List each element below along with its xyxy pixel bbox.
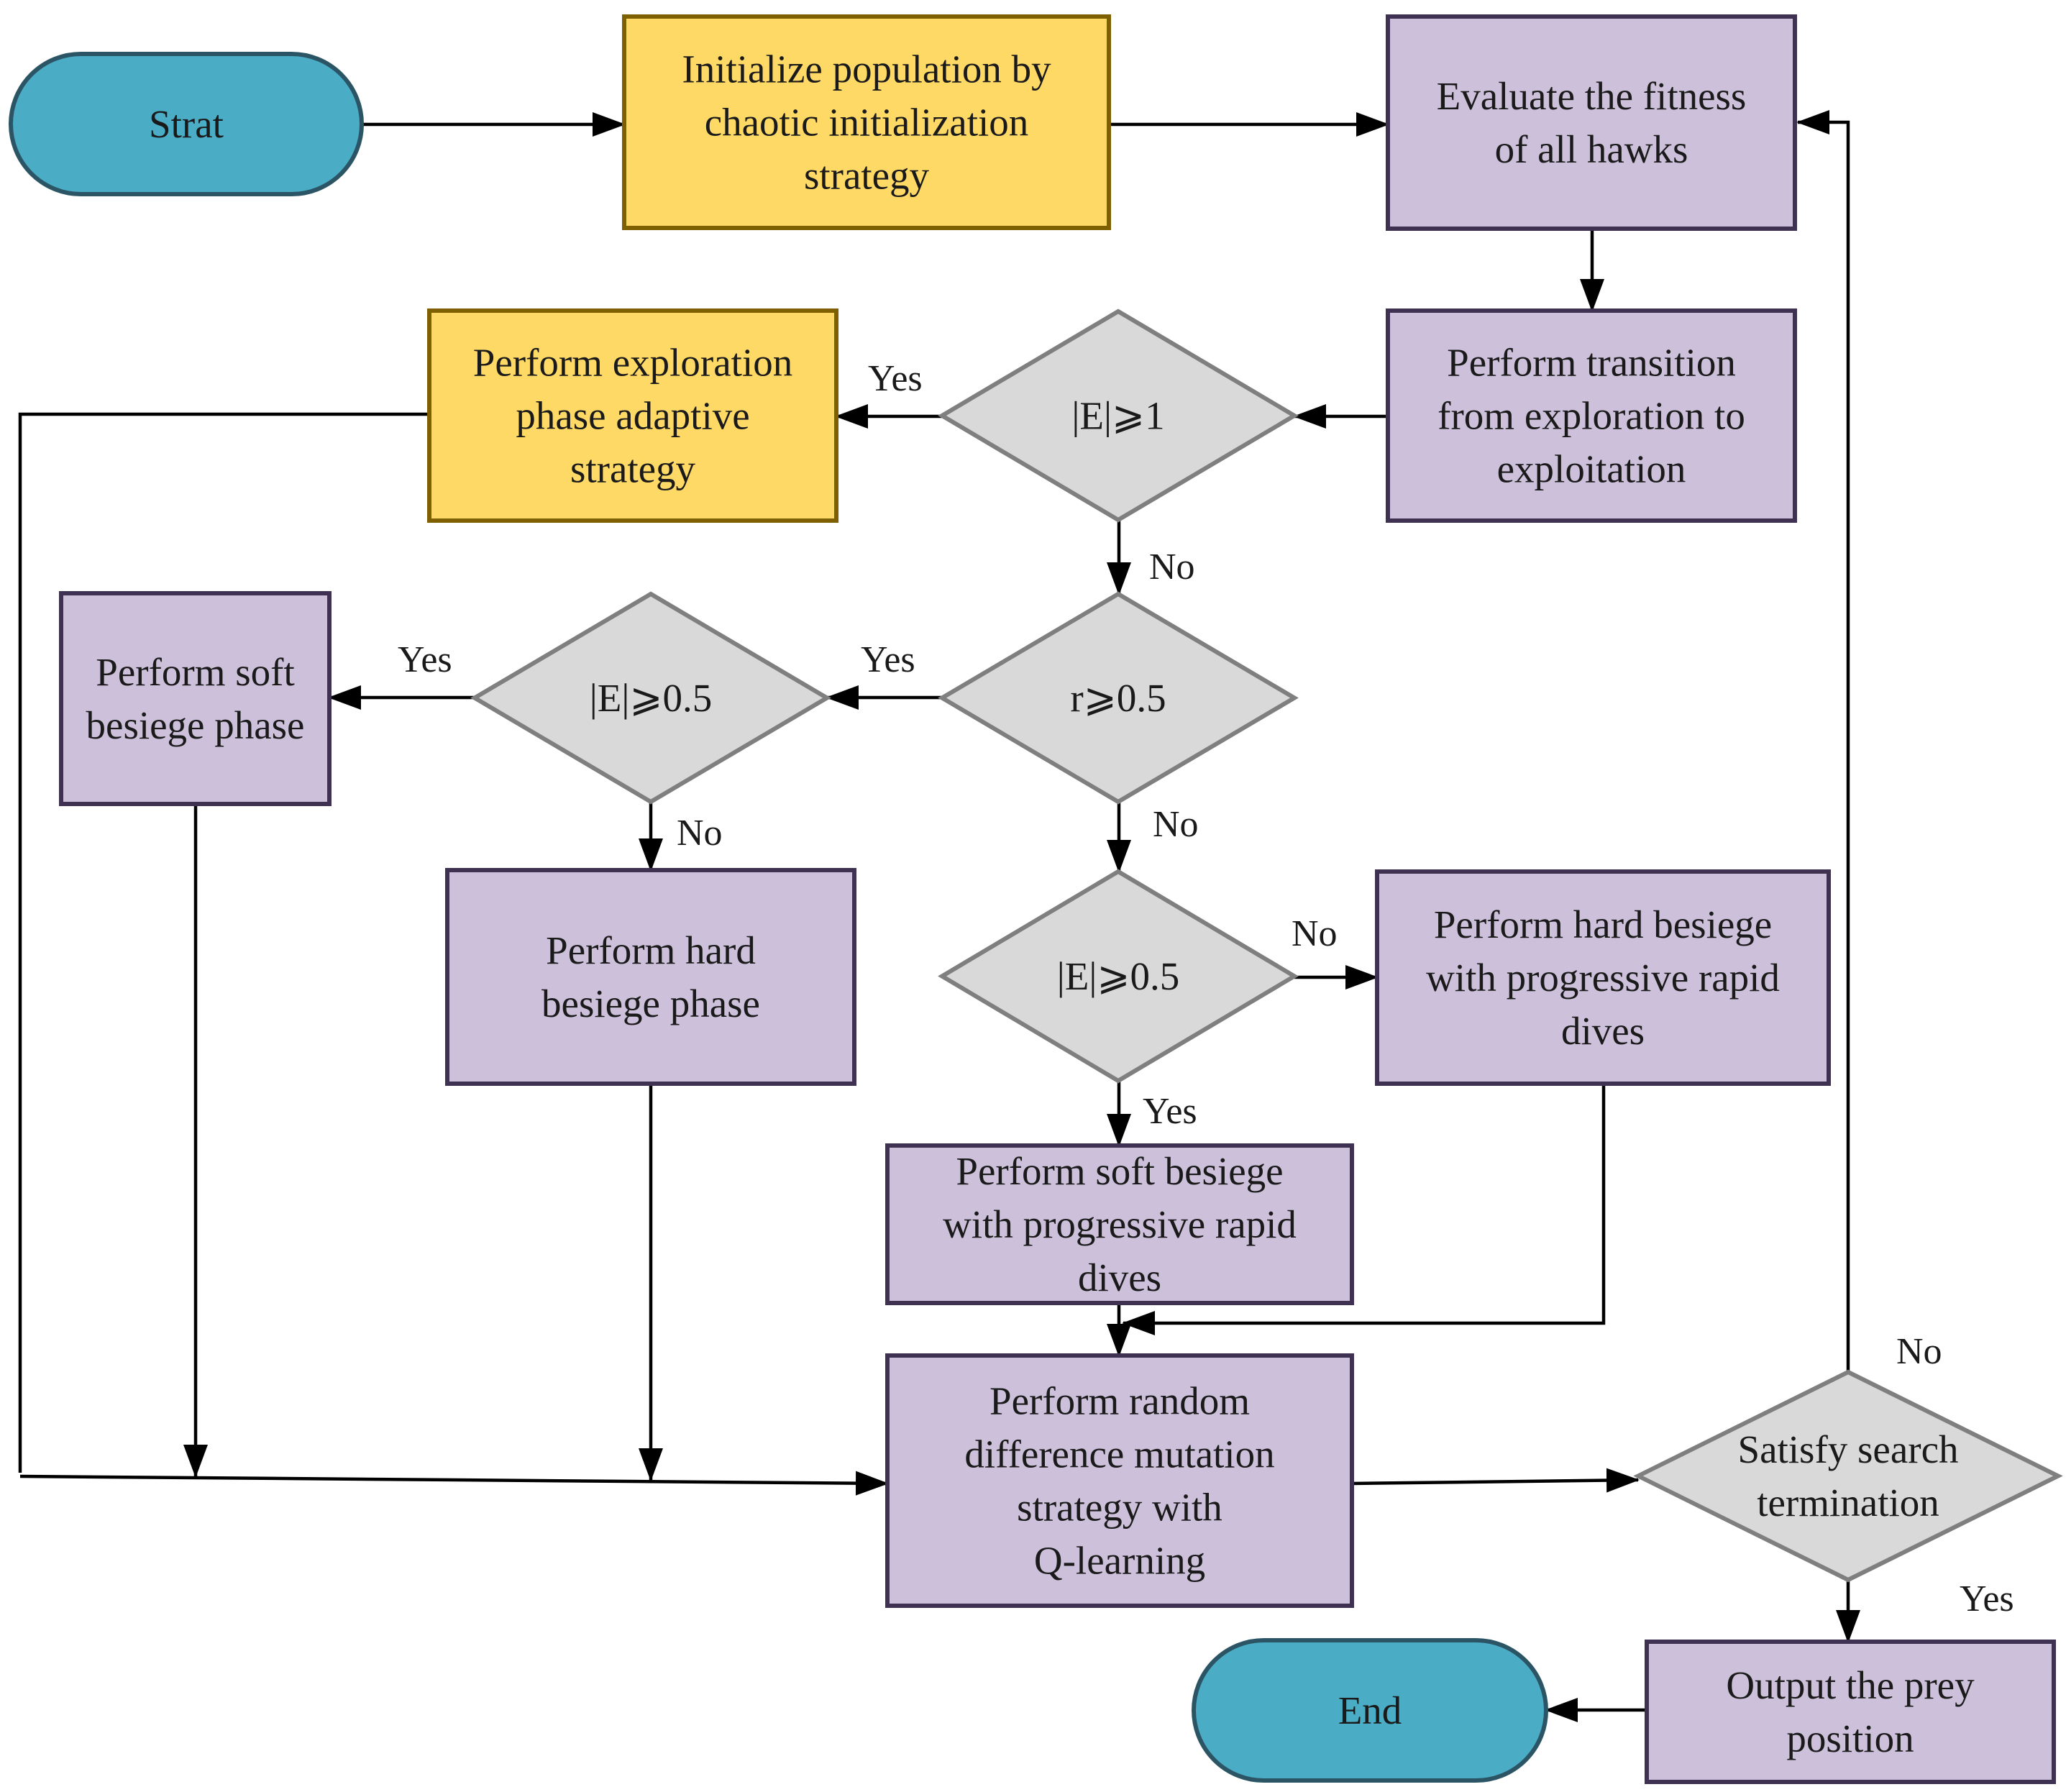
decision-r-ge-0.5: r⩾0.5: [938, 591, 1299, 805]
connectors: [18, 110, 1860, 1722]
decision-e-ge-0.5-left: |E|⩾0.5: [470, 591, 831, 805]
end-terminal-label-line-1: End: [1338, 1688, 1402, 1732]
output-position-box-label-line-1: Output the prey: [1726, 1663, 1975, 1707]
hard-besiege-dives-box-label-line-3: dives: [1561, 1009, 1645, 1053]
transition-box-label-line-1: Perform transition: [1447, 341, 1736, 385]
transition-box-shape: [1386, 308, 1797, 523]
decision-e-ge-0.5-mid: |E|⩾0.5: [938, 869, 1299, 1084]
init-population-box-label-line-3: strategy: [804, 154, 930, 198]
mutation-strategy-box-shape: [885, 1353, 1354, 1608]
hard-besiege-box-shape: [445, 868, 856, 1086]
evaluate-fitness-box-label-line-2: of all hawks: [1495, 127, 1688, 171]
evaluate-fitness-box: Evaluate the fitness of all hawks: [1386, 14, 1797, 231]
arrow-termination-no-loop: [1796, 110, 1850, 1372]
hard-besiege-box-label-line-2: besiege phase: [541, 982, 760, 1025]
init-population-box-label-line-2: chaotic initialization: [705, 101, 1029, 145]
arrow-explore-to-left-rail: [18, 412, 429, 1473]
edge-labels: Yes No Yes No Yes No No Yes No Yes: [398, 358, 2014, 1619]
init-population-box: Initialize population by chaotic initiali…: [622, 14, 1111, 230]
label-term-no: No: [1896, 1331, 1942, 1372]
evaluate-fitness-box-shape: [1386, 14, 1797, 231]
arrow-hard-dives-to-merge: [1122, 1084, 1606, 1335]
soft-besiege-box-label-line-1: Perform soft: [96, 650, 294, 694]
hard-besiege-box-label-line-1: Perform hard: [546, 928, 756, 972]
arrow-mutation-to-termination: [1351, 1468, 1640, 1493]
output-position-box: Output the prey position: [1645, 1640, 2056, 1784]
label-left-no: No: [677, 813, 723, 854]
decision-e-ge-0.5-mid-label-line-1: |E|⩾0.5: [1057, 954, 1179, 998]
evaluate-fitness-box-label-line-1: Evaluate the fitness: [1437, 74, 1747, 118]
decision-r-ge-0.5-shape: [938, 591, 1299, 805]
transition-box: Perform transition from exploration to exp…: [1386, 308, 1797, 523]
arrow-bottom-bus-to-mutation: [19, 1471, 889, 1496]
start-terminal-shape: [9, 52, 364, 196]
decision-termination-shape: [1633, 1369, 2063, 1583]
mutation-strategy-box-label-line-2: difference mutation: [964, 1432, 1274, 1476]
label-r-no: No: [1153, 804, 1199, 845]
init-population-box-shape: [622, 14, 1111, 230]
soft-besiege-box: Perform soft besiege phase: [59, 591, 332, 806]
decision-e-ge-1-shape: [938, 308, 1299, 523]
end-terminal: End: [1192, 1638, 1548, 1783]
decision-r-ge-0.5-label-line-1: r⩾0.5: [1070, 676, 1166, 720]
label-r-yes: Yes: [861, 639, 915, 680]
start-terminal: Strat: [9, 52, 364, 196]
soft-besiege-dives-box: Perform soft besiege with progressive rap…: [885, 1143, 1354, 1305]
decision-e-ge-0.5-mid-shape: [938, 869, 1299, 1084]
init-population-box-label-line-1: Initialize population by: [682, 47, 1051, 91]
soft-besiege-box-label-line-2: besiege phase: [86, 703, 305, 747]
mutation-strategy-box-label-line-3: strategy with: [1017, 1486, 1222, 1530]
soft-besiege-dives-box-label-line-3: dives: [1078, 1256, 1161, 1299]
mutation-strategy-box-label-line-4: Q-learning: [1034, 1539, 1205, 1583]
hard-besiege-box: Perform hard besiege phase: [445, 868, 856, 1086]
hard-besiege-dives-box-label-line-2: with progressive rapid: [1426, 956, 1780, 1000]
hard-besiege-dives-box-shape: [1375, 869, 1831, 1086]
label-mid-yes: Yes: [1143, 1091, 1197, 1132]
exploration-strategy-box-shape: [427, 308, 838, 523]
label-mid-no: No: [1292, 913, 1338, 954]
decision-e-ge-0.5-left-shape: [470, 591, 831, 805]
output-position-box-label-line-2: position: [1786, 1716, 1914, 1760]
soft-besiege-dives-box-label-line-1: Perform soft besiege: [956, 1149, 1283, 1193]
transition-box-label-line-3: exploitation: [1497, 447, 1686, 491]
hard-besiege-dives-box-label-line-1: Perform hard besiege: [1434, 902, 1772, 946]
decision-termination: Satisfy search termination: [1633, 1369, 2063, 1583]
soft-besiege-box-shape: [59, 591, 332, 806]
exploration-strategy-box-label-line-3: strategy: [570, 447, 696, 491]
label-e1-no: No: [1149, 547, 1195, 588]
soft-besiege-dives-box-shape: [885, 1143, 1354, 1305]
label-left-yes: Yes: [398, 639, 452, 680]
nodes: Strat Initialize population by chaotic in…: [9, 14, 2063, 1784]
label-term-yes: Yes: [1960, 1578, 2014, 1619]
decision-e-ge-1: |E|⩾1: [938, 308, 1299, 523]
decision-e-ge-0.5-left-label-line-1: |E|⩾0.5: [590, 676, 712, 720]
decision-e-ge-1-label-line-1: |E|⩾1: [1071, 394, 1164, 438]
transition-box-label-line-2: from exploration to: [1437, 394, 1745, 438]
mutation-strategy-box: Perform random difference mutation strateg…: [885, 1353, 1354, 1608]
hard-besiege-dives-box: Perform hard besiege with progressive rap…: [1375, 869, 1831, 1086]
decision-termination-label-line-1: Satisfy search: [1738, 1427, 1959, 1471]
exploration-strategy-box: Perform exploration phase adaptive strateg…: [427, 308, 838, 523]
soft-besiege-dives-box-label-line-2: with progressive rapid: [943, 1202, 1297, 1246]
end-terminal-shape: [1192, 1638, 1548, 1783]
output-position-box-shape: [1645, 1640, 2056, 1784]
start-terminal-label-line-1: Strat: [149, 102, 224, 146]
exploration-strategy-box-label-line-1: Perform exploration: [473, 341, 792, 385]
mutation-strategy-box-label-line-1: Perform random: [989, 1379, 1250, 1423]
label-e1-yes: Yes: [868, 358, 923, 399]
decision-termination-label-line-2: termination: [1757, 1481, 1939, 1524]
exploration-strategy-box-label-line-2: phase adaptive: [516, 394, 749, 438]
